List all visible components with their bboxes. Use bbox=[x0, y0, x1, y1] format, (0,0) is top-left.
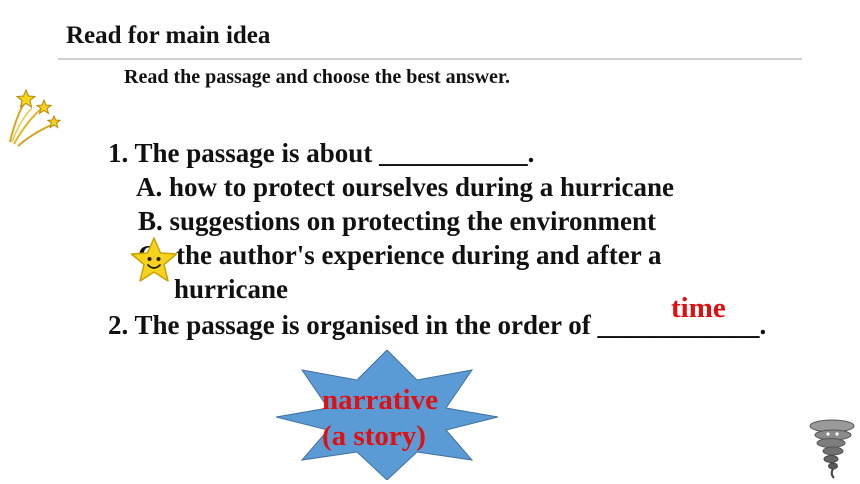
question-1-option-b: B. suggestions on protecting the environ… bbox=[138, 206, 657, 236]
tornado-icon bbox=[809, 419, 855, 479]
question-1-stem: 1. The passage is about ___________. bbox=[108, 138, 535, 168]
burst-shape bbox=[276, 350, 498, 480]
smiley-star-icon bbox=[130, 237, 178, 282]
question-1-option-c-line1: the author's experience during and after… bbox=[176, 240, 662, 270]
shooting-stars-icon bbox=[9, 88, 62, 147]
burst-line-2: (a story) bbox=[322, 420, 426, 452]
burst-line-1: narrative bbox=[322, 384, 438, 416]
question-2-answer: time bbox=[671, 292, 726, 324]
slide-title: Read for main idea bbox=[66, 22, 271, 49]
instruction-text: Read the passage and choose the best ans… bbox=[124, 66, 510, 88]
question-2-stem: 2. The passage is organised in the order… bbox=[108, 310, 767, 340]
burst-text: narrative (a story) bbox=[322, 382, 438, 454]
question-1-option-c-line2: hurricane bbox=[174, 274, 288, 304]
question-1-option-a: A. how to protect ourselves during a hur… bbox=[136, 172, 674, 202]
title-divider bbox=[58, 58, 802, 60]
